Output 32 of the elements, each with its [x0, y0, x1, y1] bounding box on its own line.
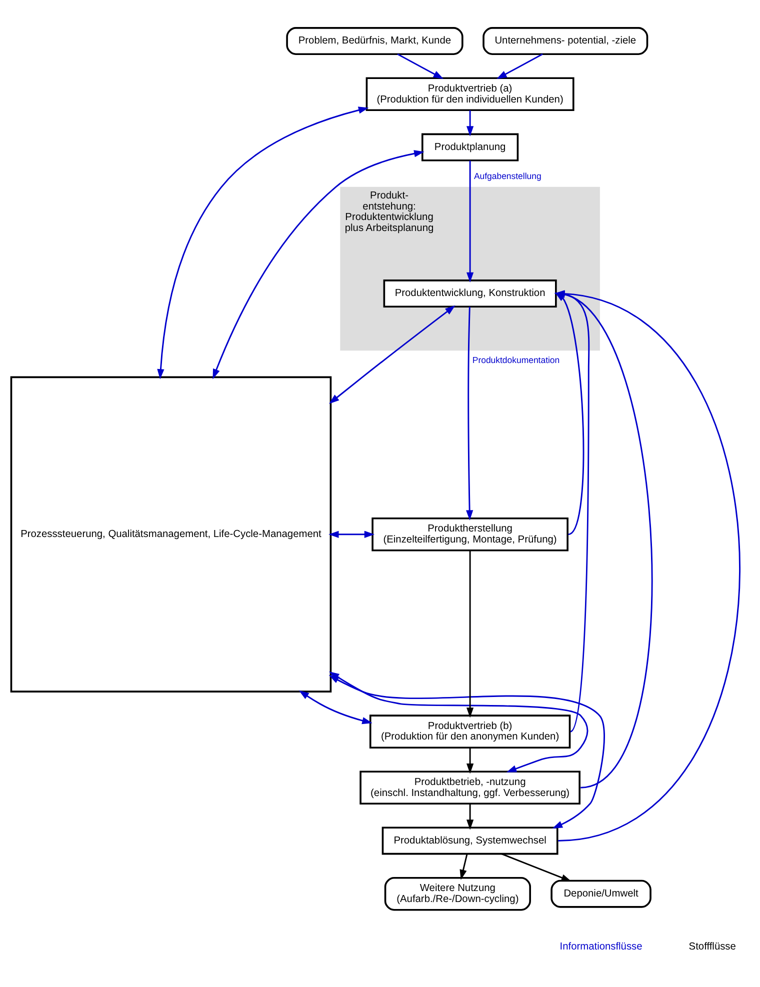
node-box: Prozesssteuerung, Qualitätsmanagement, Life-Cycle-Management — [10, 376, 332, 692]
arrow — [397, 52, 444, 79]
arrow — [466, 306, 474, 520]
arrow — [329, 304, 456, 404]
node-box: Produktplanung — [421, 132, 519, 161]
node-box: Produktvertrieb (a) (Produktion für den individuellen Kunden) — [366, 76, 574, 111]
node-box: Unternehmens- potential, -ziele — [482, 26, 648, 55]
node-box: Problem, Bedürfnis, Markt, Kunde — [286, 26, 464, 55]
arrow — [466, 747, 474, 774]
node-box: Produktbetrieb, -nutzung (einschl. Instandhaltung, ggf. Verbesserung) — [360, 770, 580, 804]
node-box: Produktentwicklung, Konstruktion — [383, 279, 557, 308]
arrow — [212, 150, 424, 379]
arrow — [466, 803, 474, 830]
arrow — [466, 160, 474, 282]
edge-label: Produktdokumentation — [472, 354, 560, 365]
legend-label: Stoffflüsse — [688, 941, 736, 952]
node-box: Produktvertrieb (b) (Produktion für den anonymen Kunden) — [369, 714, 571, 748]
arrow — [466, 110, 474, 136]
arrow — [298, 690, 372, 724]
node-box: Produktablösung, Systemwechsel — [382, 826, 558, 854]
legend-label: Informationsflüsse — [560, 941, 642, 952]
arrow — [328, 530, 375, 538]
arrow — [496, 52, 543, 79]
arrow — [501, 852, 572, 881]
arrow — [466, 550, 474, 718]
node-box: Weitere Nutzung (Aufarb./Re-/Down-cycling) — [384, 876, 531, 910]
arrow — [460, 853, 468, 880]
edge-label: Aufgabenstellung — [474, 170, 542, 180]
arrow — [157, 106, 369, 379]
arrow — [328, 674, 605, 828]
node-box: Produktherstellung (Einzelteilfertigung, Montage, Prüfung) — [372, 516, 568, 551]
node-box: Deponie/Umwelt — [550, 879, 652, 908]
